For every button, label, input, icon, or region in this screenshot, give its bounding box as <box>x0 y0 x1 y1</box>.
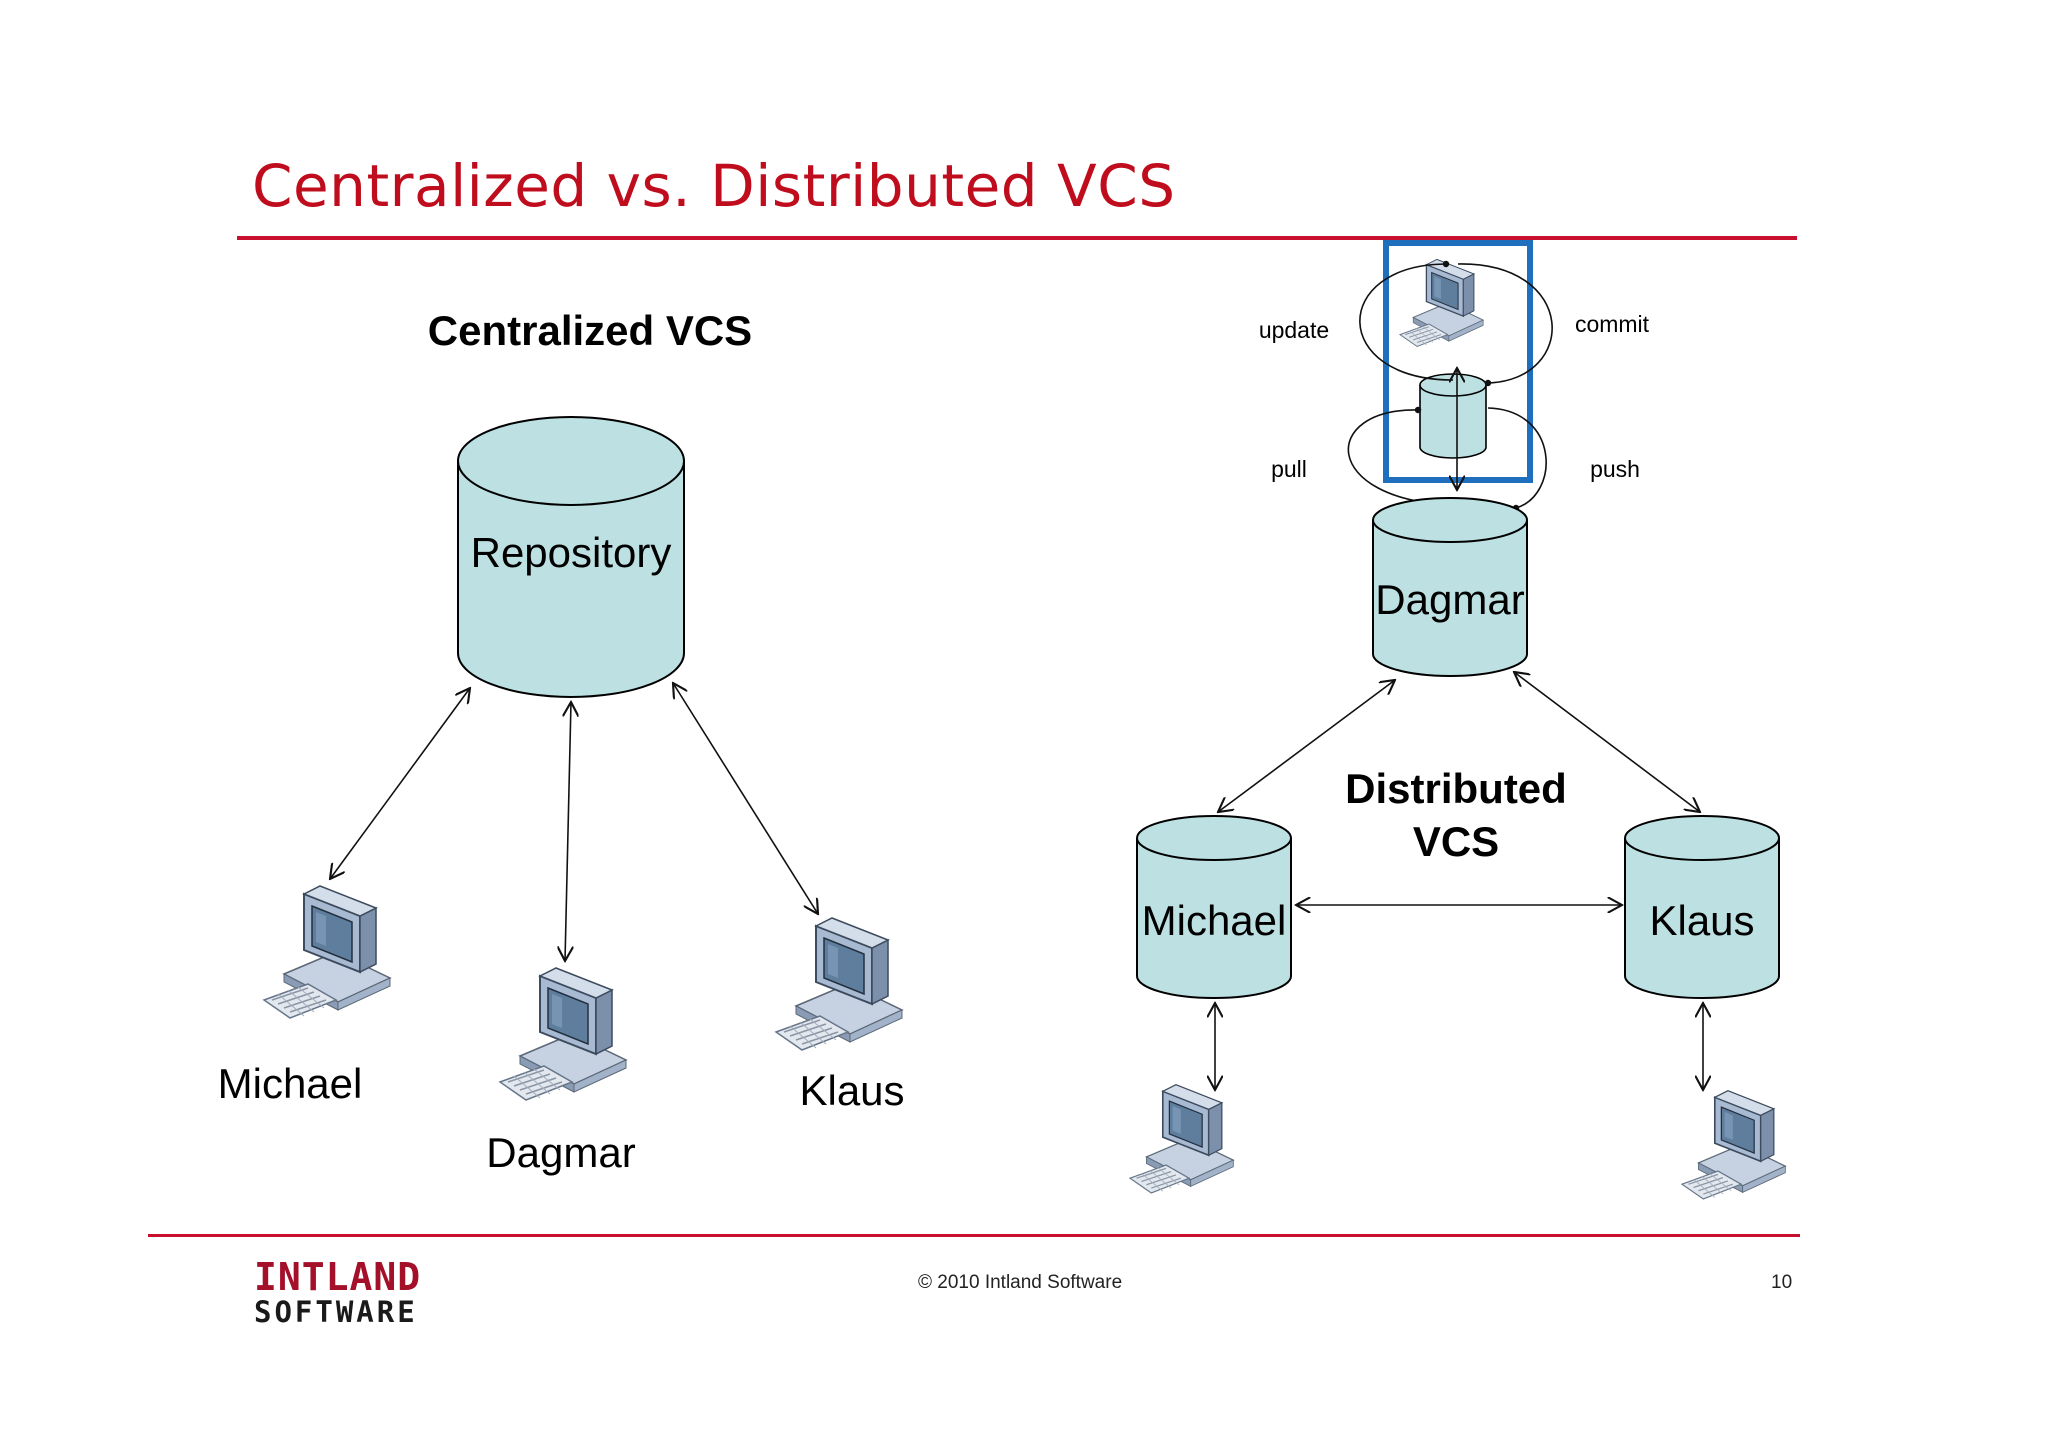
centralized-user-klaus: Klaus <box>799 1067 904 1114</box>
michael-computer-icon <box>263 885 391 1019</box>
repository-cylinder <box>457 416 685 698</box>
pull-loop-arrow <box>1347 406 1454 506</box>
slide-title: Centralized vs. Distributed VCS <box>252 152 1176 220</box>
push-loop-arrow <box>1487 407 1547 512</box>
michael-peer-computer-icon <box>1129 1083 1235 1194</box>
michael-repo-cylinder <box>1136 815 1292 999</box>
centralized-user-michael: Michael <box>218 1060 363 1107</box>
logo-line-2: SOFTWARE <box>254 1295 418 1329</box>
repo-michael-arrow <box>330 688 470 879</box>
repository-label: Repository <box>471 529 672 576</box>
klaus-computer-icon <box>775 917 903 1051</box>
dagmar-computer-icon <box>499 967 627 1101</box>
intland-logo: INTLAND SOFTWARE <box>254 1258 421 1327</box>
dagmar-workstation-icon <box>1399 258 1484 348</box>
centralized-heading: Centralized VCS <box>428 307 752 354</box>
klaus-repo-cylinder <box>1624 815 1780 999</box>
distributed-heading-line1: Distributed <box>1345 765 1567 812</box>
commit-loop-arrow <box>1457 263 1553 387</box>
op-update-label: update <box>1259 317 1329 343</box>
update-loop-arrow <box>1359 260 1454 381</box>
repo-klaus-arrow <box>673 683 818 914</box>
logo-line-1: INTLAND <box>254 1255 422 1299</box>
klaus-repo-label: Klaus <box>1649 897 1754 944</box>
op-pull-label: pull <box>1271 456 1307 482</box>
dagmar-michael-arrow <box>1218 680 1395 812</box>
klaus-peer-computer-icon <box>1681 1089 1787 1200</box>
footer-rule <box>148 1234 1800 1237</box>
page-number: 10 <box>1771 1272 1793 1293</box>
copyright-text: © 2010 Intland Software <box>918 1272 1123 1293</box>
distributed-heading-line2: VCS <box>1413 818 1499 865</box>
op-push-label: push <box>1590 456 1640 482</box>
title-underline <box>237 236 1797 240</box>
dagmar-hub-cylinder <box>1372 497 1528 677</box>
michael-repo-label: Michael <box>1142 897 1287 944</box>
op-commit-label: commit <box>1575 311 1650 337</box>
repo-dagmar-arrow <box>565 702 571 961</box>
dagmar-hub-label: Dagmar <box>1375 576 1524 623</box>
centralized-user-dagmar: Dagmar <box>486 1129 635 1176</box>
dagmar-klaus-arrow <box>1514 672 1700 812</box>
local-repo-cylinder <box>1419 373 1487 459</box>
